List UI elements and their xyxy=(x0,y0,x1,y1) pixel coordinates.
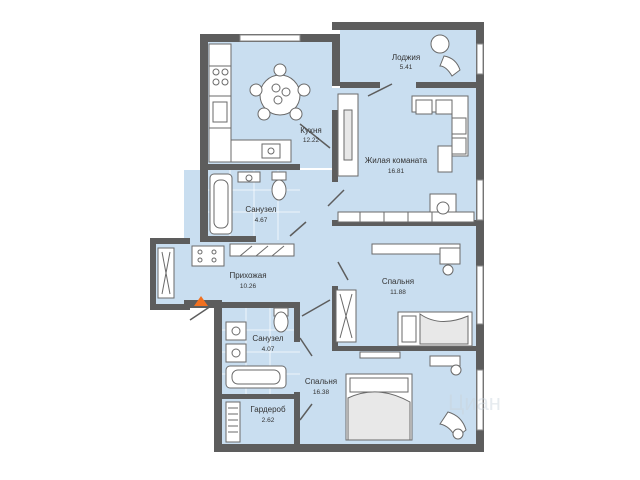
living-furniture xyxy=(337,93,475,223)
bedroom1-window xyxy=(476,265,484,325)
toilet-1 xyxy=(271,179,287,201)
bedroom1-furniture xyxy=(335,243,473,359)
room-area-bedroom1: 11.88 xyxy=(390,289,406,296)
kitchen-furniture xyxy=(208,43,311,163)
room-loggia-floor xyxy=(340,30,476,88)
room-area-living: 16.81 xyxy=(388,168,405,175)
room-name-bath1: Санузел xyxy=(245,205,276,214)
bath1-furniture xyxy=(209,171,287,235)
windows xyxy=(239,34,484,431)
kitchen-window xyxy=(239,34,301,42)
room-area-bath2: 4.07 xyxy=(262,346,275,353)
bedroom2-window xyxy=(476,369,484,431)
loggia-window xyxy=(476,43,484,75)
toilet-2 xyxy=(273,311,289,333)
room-name-hall: Прихожая xyxy=(229,271,266,280)
room-name-wardrobe: Гардероб xyxy=(250,405,286,414)
hall-furniture xyxy=(157,243,295,321)
room-area-wardrobe: 2.62 xyxy=(262,417,275,424)
bathtub-1 xyxy=(209,173,233,235)
watermark: Циан xyxy=(448,390,501,415)
room-name-bedroom1: Спальня xyxy=(382,277,414,286)
loggia-furniture xyxy=(430,34,461,77)
bedroom2-furniture xyxy=(345,355,467,441)
doors xyxy=(289,83,393,421)
room-name-kitchen: Кухня xyxy=(300,126,321,135)
bathtub-2 xyxy=(225,365,287,389)
living-window xyxy=(476,179,484,221)
room-name-bedroom2: Спальня xyxy=(305,377,337,386)
room-labels: Лоджия 5.41 Кухня 12.22 Жилая команата 1… xyxy=(229,53,427,424)
entrance-marker xyxy=(194,296,208,306)
room-name-bath2: Санузел xyxy=(252,334,283,343)
room-area-kitchen: 12.22 xyxy=(303,137,320,144)
wardrobe-furniture xyxy=(225,401,241,443)
room-name-loggia: Лоджия xyxy=(392,53,420,62)
bath2-furniture xyxy=(225,307,289,389)
room-area-loggia: 5.41 xyxy=(400,64,413,71)
room-area-bedroom2: 16.38 xyxy=(313,389,330,396)
room-name-living: Жилая команата xyxy=(365,156,428,165)
room-area-hall: 10.26 xyxy=(240,283,257,290)
room-area-bath1: 4.67 xyxy=(255,217,268,224)
